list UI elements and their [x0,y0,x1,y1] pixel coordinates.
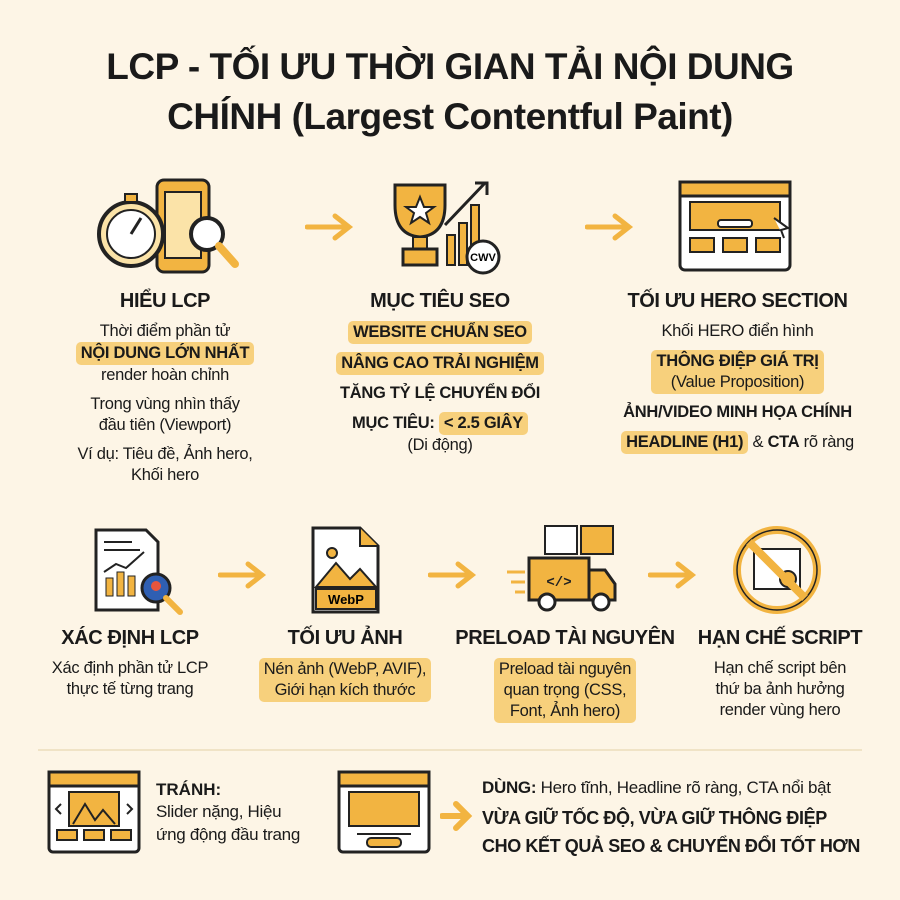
report-magnifier-icon [94,528,183,615]
arrow-right-icon [648,561,697,589]
preload-resources-card: PRELOAD TÀI NGUYÊN Preload tài nguyên qua… [455,627,675,723]
arrow-right-icon [305,213,354,241]
hero-layout-icon [678,180,792,272]
optimize-image-card: TỐI ƯU ẢNH Nén ảnh (WebP, AVIF), Giới hạn… [240,627,450,702]
highlight-text: < 2.5 GIÂY [438,412,528,435]
card-heading: MỤC TIÊU SEO [370,290,510,312]
highlight-text: WEBSITE CHUẨN SEO [348,321,532,344]
use-block: DÙNG: Hero tĩnh, Headline rõ ràng, CTA n… [482,778,860,857]
card-text: render vùng hero [719,701,841,719]
highlight-text: Giới hạn kích thước [274,681,416,699]
card-heading: TỐI ƯU ẢNH [287,627,403,649]
card-text: thực tế từng trang [66,680,194,698]
highlight-text: NÂNG CAO TRẢI NGHIỆM [336,352,544,375]
understand-lcp-card: HIỂU LCP Thời điểm phần tử NỘI DUNG LỚN … [40,290,290,486]
svg-text:</>: </> [546,575,571,591]
highlight-text: NỘI DUNG LỚN NHẤT [75,342,255,365]
highlight-text: THÔNG ĐIỆP GIÁ TRỊ [656,352,819,370]
divider [38,749,862,751]
arrow-right-icon [218,561,267,589]
limit-script-card: HẠN CHẾ SCRIPT Hạn chế script bên thứ ba… [680,627,880,721]
highlight-text: Nén ảnh (WebP, AVIF), [263,660,427,678]
hero-section-card: TỐI ƯU HERO SECTION Khối HERO điển hình … [595,290,880,454]
highlight-text: Font, Ảnh hero) [509,702,621,720]
card-text: Xác định phần tử LCP [51,659,209,677]
title-line-1: LCP - TỐI ƯU THỜI GIAN TẢI NỘI DUNG [106,46,794,87]
card-heading: HIỂU LCP [119,290,211,312]
card-text: Hạn chế script bên [713,659,847,677]
avoid-block: TRÁNH: Slider nặng, Hiệu ứng động đầu tr… [156,780,300,846]
webp-file-icon: WebP [311,526,380,614]
card-heading: XÁC ĐỊNH LCP [61,627,199,649]
avoid-label: TRÁNH: [156,780,222,799]
card-text: thứ ba ảnh hưởng [715,680,845,698]
highlight-text: quan trọng (CSS, [503,681,627,699]
identify-lcp-card: XÁC ĐỊNH LCP Xác định phần tử LCP thực t… [25,627,235,700]
slider-layout-icon [47,770,141,854]
card-text: ẢNH/VIDEO MINH HỌA CHÍNH [623,403,852,421]
highlight-text: Preload tài nguyên [498,660,632,678]
card-text: Khối HERO điển hình [661,322,814,340]
card-heading: PRELOAD TÀI NGUYÊN [455,627,675,649]
card-text: rõ ràng [803,433,854,451]
cwv-badge: CWV [470,252,496,264]
card-text: đầu tiên (Viewport) [98,416,232,434]
card-heading: HẠN CHẾ SCRIPT [697,627,863,649]
card-text: TĂNG TỶ LỆ CHUYỂN ĐỔI [340,384,540,402]
avoid-text: Slider nặng, Hiệu [156,802,282,821]
card-text: & [752,433,764,451]
title-line-2: CHÍNH (Largest Contentful Paint) [167,96,733,137]
webp-label: WebP [328,592,364,607]
highlight-text: (Value Proposition) [670,373,805,391]
arrow-right-icon [428,561,477,589]
conclusion-text: VỪA GIỮ TỐC ĐỘ, VỪA GIỮ THÔNG ĐIỆP [482,808,827,828]
card-heading: TỐI ƯU HERO SECTION [627,290,848,312]
stopwatch-phone-magnifier-icon [97,178,239,274]
static-hero-layout-icon [337,770,431,854]
trophy-chart-icon: CWV [393,181,501,275]
seo-goal-card: MỤC TIÊU SEO WEBSITE CHUẨN SEO NÂNG CAO … [315,290,565,456]
conclusion-text: CHO KẾT QUẢ SEO & CHUYỂN ĐỔI TỐT HƠN [482,836,860,856]
arrow-right-icon [440,801,473,831]
card-text: (Di động) [407,436,473,454]
use-text: Hero tĩnh, Headline rõ ràng, CTA nổi bật [540,778,831,797]
avoid-text: ứng động đầu trang [156,825,300,844]
card-text: render hoàn chỉnh [101,366,229,384]
page-title: LCP - TỐI ƯU THỜI GIAN TẢI NỘI DUNG CHÍN… [0,42,900,142]
card-text: Trong vùng nhìn thấy [90,395,240,413]
highlight-text: HEADLINE (H1) [621,431,749,454]
arrow-right-icon [585,213,634,241]
delivery-truck-code-icon: </> [507,525,617,612]
card-text: Ví dụ: Tiêu đề, Ảnh hero, [77,445,253,463]
card-text: MỤC TIÊU: [352,414,435,432]
card-text: CTA [767,433,800,451]
card-text: Khối hero [131,466,199,484]
use-label: DÙNG: [482,778,537,797]
no-script-icon [733,526,821,614]
card-text: Thời điểm phần tử [99,322,231,340]
